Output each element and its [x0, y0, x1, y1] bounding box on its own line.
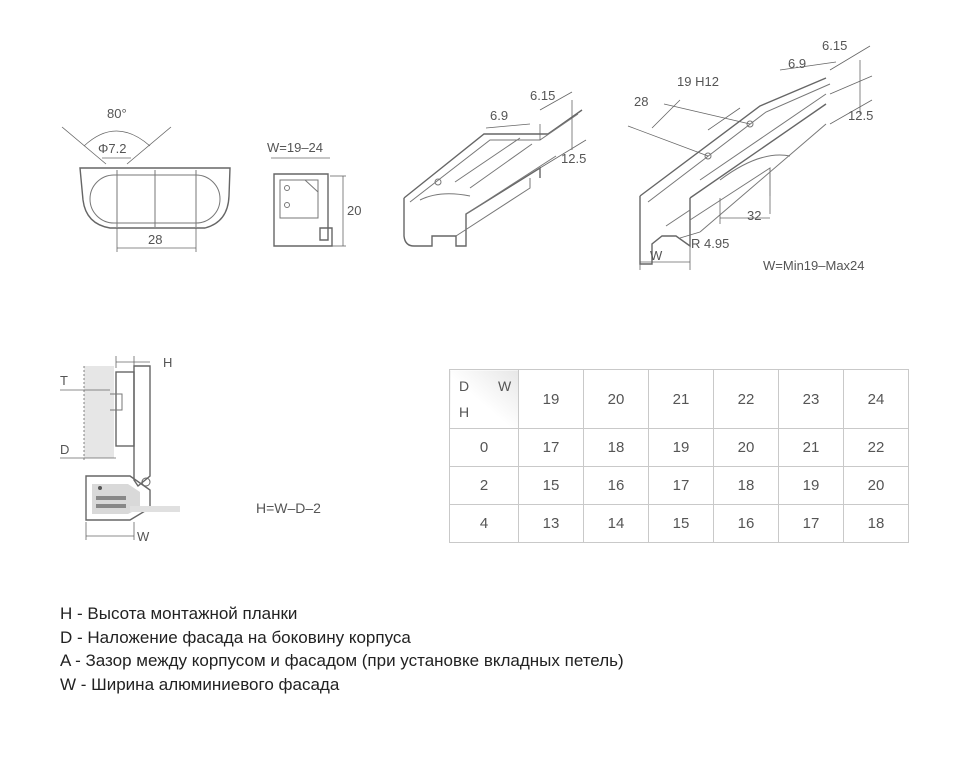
table-header-row: D W H 19 20 21 22 23 24: [449, 369, 909, 429]
column-header: 19: [518, 369, 584, 429]
table-cell: 19: [648, 428, 714, 467]
profile-perspective-drawing: 6.9 6.15 12.5: [403, 88, 586, 247]
dim-12-5: 12.5: [561, 151, 586, 166]
hinge-mounting-drawing: H T D W H=W–D–2: [60, 355, 321, 544]
dim-6-9b: 6.9: [788, 56, 806, 71]
row-header: 2: [449, 466, 519, 505]
width-label: 28: [148, 232, 162, 247]
table-cell: 17: [778, 504, 844, 543]
table-cell: 13: [518, 504, 584, 543]
corner-w-label: W: [498, 378, 512, 394]
table-row: 2 15 16 17 18 19 20: [449, 466, 909, 505]
dim-12-5b: 12.5: [848, 108, 873, 123]
range-label: W=Min19–Max24: [763, 258, 865, 273]
profile-assembly-drawing: 6.15 6.9 19 H12 28 12.5 32 R 4.95 W W=Mi…: [627, 38, 873, 273]
profile-width-label: W=19–24: [267, 140, 323, 155]
table-cell: 17: [518, 428, 584, 467]
table-cell: 18: [843, 504, 909, 543]
w-label: W: [650, 248, 663, 263]
column-header: 20: [583, 369, 649, 429]
table-cell: 18: [713, 466, 779, 505]
legend-item-w: W - Ширина алюминиевого фасада: [60, 674, 340, 694]
radius-label: R 4.95: [691, 236, 729, 251]
row-header: 4: [449, 504, 519, 543]
table-cell: 20: [843, 466, 909, 505]
profile-section-drawing: W=19–24 20: [267, 140, 361, 247]
corner-d-label: D: [459, 378, 470, 394]
column-header: 21: [648, 369, 714, 429]
profile-height-label: 20: [347, 203, 361, 218]
hinge-cup-drawing: 80° Φ7.2 28: [61, 106, 231, 252]
table-cell: 16: [713, 504, 779, 543]
column-header: 22: [713, 369, 779, 429]
table-cell: 22: [843, 428, 909, 467]
table-cell: 15: [648, 504, 714, 543]
legend: H - Высота монтажной планки D - Наложени…: [60, 602, 624, 696]
dim-32: 32: [747, 208, 761, 223]
table-row: 0 17 18 19 20 21 22: [449, 428, 909, 467]
legend-item-a: A - Зазор между корпусом и фасадом (при …: [60, 651, 624, 670]
row-header: 0: [449, 428, 519, 467]
table-cell: 14: [583, 504, 649, 543]
dim-6-15b: 6.15: [822, 38, 847, 53]
table-cell: 18: [583, 428, 649, 467]
table-cell: 17: [648, 466, 714, 505]
corner-h-label: H: [459, 404, 470, 420]
dimension-table: D W H 19 20 21 22 23 24 0 17 18 19 20 21…: [449, 369, 909, 543]
table-cell: 15: [518, 466, 584, 505]
table-cell: 21: [778, 428, 844, 467]
column-header: 23: [778, 369, 844, 429]
d-dim-label: D: [60, 442, 69, 457]
table-cell: 20: [713, 428, 779, 467]
legend-item-d: D - Наложение фасада на боковину корпуса: [60, 627, 411, 647]
legend-item-h: H - Высота монтажной планки: [60, 604, 298, 623]
column-header: 24: [843, 369, 909, 429]
table-row: 4 13 14 15 16 17 18: [449, 504, 909, 543]
table-cell: 16: [583, 466, 649, 505]
dim-6-9: 6.9: [490, 108, 508, 123]
formula-label: H=W–D–2: [256, 500, 321, 516]
h-dim-label: H: [163, 355, 172, 370]
hole-label: Φ7.2: [98, 141, 126, 156]
t-dim-label: T: [60, 373, 68, 388]
table-corner-cell: D W H: [449, 369, 519, 429]
dim-6-15: 6.15: [530, 88, 555, 103]
angle-label: 80°: [107, 106, 127, 121]
table-cell: 19: [778, 466, 844, 505]
dim-28: 28: [634, 94, 648, 109]
w-dim-label: W: [137, 529, 150, 544]
dim-19-h12: 19 H12: [677, 74, 719, 89]
